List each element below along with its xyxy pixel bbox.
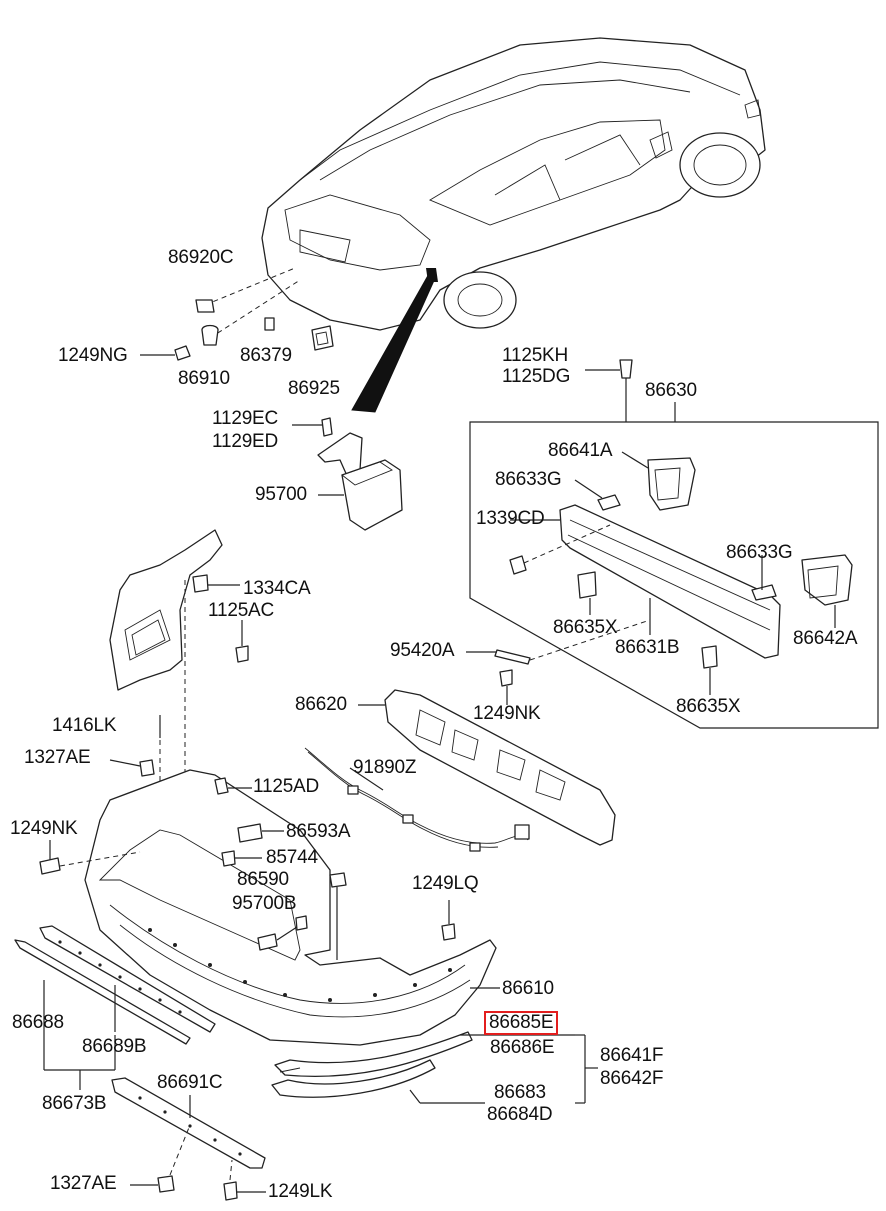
label-86920C: 86920C bbox=[168, 247, 234, 268]
label-1249LQ: 1249LQ bbox=[412, 873, 479, 894]
label-1327AE-upper: 1327AE bbox=[24, 747, 91, 768]
label-86379: 86379 bbox=[240, 345, 292, 366]
label-86630: 86630 bbox=[645, 380, 697, 401]
label-1125AD: 1125AD bbox=[253, 776, 320, 797]
label-86688: 86688 bbox=[12, 1012, 64, 1033]
label-95700: 95700 bbox=[255, 484, 307, 505]
lower-moldings bbox=[14, 925, 598, 1201]
car-illustration bbox=[261, 37, 766, 413]
label-1249NK-lower: 1249NK bbox=[10, 818, 78, 839]
wiring-harness bbox=[304, 747, 530, 852]
label-95700B: 95700B bbox=[232, 893, 297, 914]
label-86642A: 86642A bbox=[793, 628, 858, 649]
label-86689B: 86689B bbox=[82, 1036, 147, 1057]
label-85744: 85744 bbox=[266, 847, 318, 868]
label-86641F: 86641F bbox=[600, 1045, 664, 1066]
bumper-cover bbox=[39, 769, 500, 1046]
label-1339CD: 1339CD bbox=[476, 508, 545, 529]
quarter-panel bbox=[109, 529, 249, 860]
label-86590: 86590 bbox=[237, 869, 289, 890]
label-1334CA: 1334CA bbox=[243, 578, 311, 599]
label-86641A: 86641A bbox=[548, 440, 613, 461]
label-86691C: 86691C bbox=[157, 1072, 223, 1093]
label-1327AE-lower: 1327AE bbox=[50, 1173, 117, 1194]
label-86633G-upper: 86633G bbox=[495, 469, 562, 490]
label-1129ED: 1129ED bbox=[212, 431, 279, 452]
label-95420A: 95420A bbox=[390, 640, 455, 661]
label-1249NG: 1249NG bbox=[58, 345, 128, 366]
label-86683: 86683 bbox=[494, 1082, 546, 1103]
label-86593A: 86593A bbox=[286, 821, 351, 842]
label-86686E: 86686E bbox=[490, 1037, 555, 1058]
label-1125KH: 1125KH bbox=[502, 345, 569, 366]
label-86684D: 86684D bbox=[487, 1104, 553, 1125]
impact-beam-assembly bbox=[466, 359, 879, 729]
label-86910: 86910 bbox=[178, 368, 230, 389]
label-91890Z: 91890Z bbox=[353, 757, 417, 778]
label-86642F: 86642F bbox=[600, 1068, 664, 1089]
label-86925: 86925 bbox=[288, 378, 340, 399]
label-86620: 86620 bbox=[295, 694, 347, 715]
label-1249LK: 1249LK bbox=[268, 1181, 333, 1202]
energy-absorber bbox=[358, 689, 616, 846]
label-86635X-upper: 86635X bbox=[553, 617, 618, 638]
label-1249NK-upper: 1249NK bbox=[473, 703, 541, 724]
label-86635X-lower: 86635X bbox=[676, 696, 741, 717]
label-1416LK: 1416LK bbox=[52, 715, 117, 736]
label-1129EC: 1129EC bbox=[212, 408, 279, 429]
label-86610: 86610 bbox=[502, 978, 554, 999]
trunk-small-parts bbox=[140, 267, 403, 531]
label-86685E-highlighted[interactable]: 86685E bbox=[484, 1011, 559, 1035]
label-86673B: 86673B bbox=[42, 1093, 107, 1114]
label-86633G-lower: 86633G bbox=[726, 542, 793, 563]
label-1125AC: 1125AC bbox=[208, 600, 275, 621]
label-86631B: 86631B bbox=[615, 637, 680, 658]
label-1125DG: 1125DG bbox=[502, 366, 571, 387]
